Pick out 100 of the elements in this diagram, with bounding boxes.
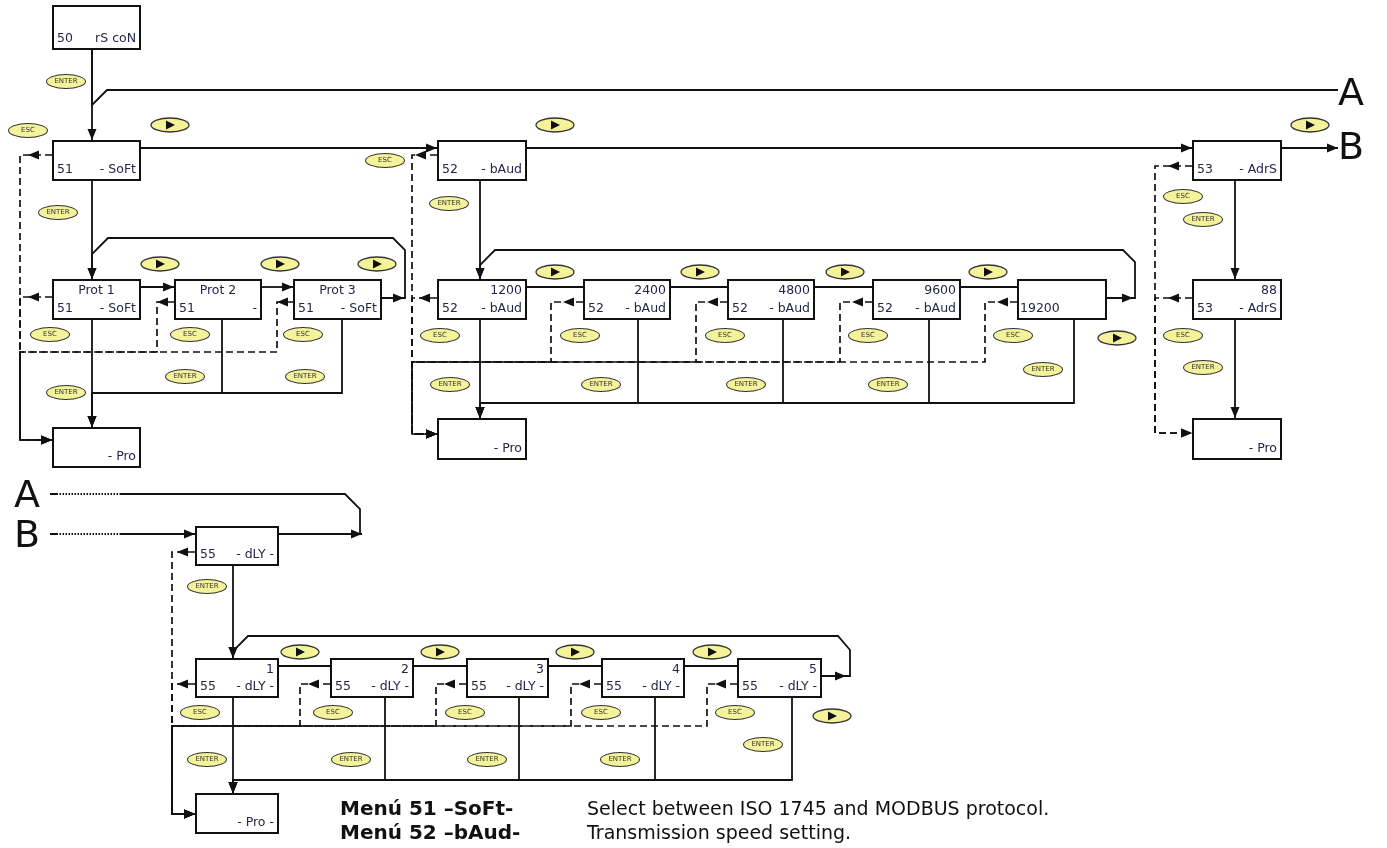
menu-code: - [252,301,257,315]
menu-heading: Menú 51 –SoFt- [340,796,514,820]
menu-number: 52 [588,301,604,315]
menu-code: - SoFt [99,162,136,176]
menu-box [1017,279,1107,320]
menu-heading: Menú 52 –bAud- [340,820,521,844]
menu-box [437,140,527,181]
menu-code: - SoFt [99,301,136,315]
arrow [140,282,175,292]
menu-number: 51 [57,301,73,315]
connector-line [49,493,361,535]
menu-code: - dLY - [506,679,544,693]
menu-number: 53 [1197,162,1213,176]
connector-letter: A [14,474,40,514]
connector-letter: B [1338,126,1365,166]
menu-number: 51 [179,301,195,315]
menu-number: 51 [298,301,314,315]
menu-box [583,279,671,320]
arrow [1230,319,1240,419]
menu-code: - dLY - [236,547,274,561]
dashed-arrow [1154,293,1193,438]
menu-code: - bAud [481,162,522,176]
menu-code: - Pro [493,441,522,455]
option-value: 2400 [634,283,666,297]
menu-box [737,658,822,698]
option-value: 4 [672,662,680,676]
arrow [87,319,343,428]
menu-number: 52 [732,301,748,315]
menu-code: 19200 [1020,301,1060,315]
menu-box [52,5,141,50]
menu-code: - dLY - [371,679,409,693]
menu-description: Select between ISO 1745 and MODBUS protocol. [587,796,1050,820]
arrow [140,143,438,153]
menu-number: 52 [442,301,458,315]
menu-box [437,279,527,320]
menu-box [601,658,685,698]
arrow [1281,143,1339,153]
connector-line [413,665,467,667]
menu-box [195,526,279,566]
menu-code: - bAud [481,301,522,315]
arrow [228,697,793,794]
connector-line [814,286,873,288]
menu-box [52,427,141,468]
menu-box [52,140,141,181]
menu-box [1192,418,1282,460]
menu-code: - dLY - [642,679,680,693]
menu-number: 52 [442,162,458,176]
menu-code: - bAud [769,301,810,315]
option-value: 1 [266,662,274,676]
connector-line [684,665,738,667]
menu-box [195,793,279,834]
menu-code: - bAud [915,301,956,315]
connector-line [278,665,331,667]
connector-line [91,49,1339,108]
menu-code: - Pro [107,449,136,463]
menu-box [437,418,527,460]
connector-line [526,286,584,288]
menu-number: 55 [606,679,622,693]
menu-number: 55 [742,679,758,693]
menu-code: - bAud [625,301,666,315]
menu-number: 55 [335,679,351,693]
menu-number: 50 [57,31,73,45]
menu-number: 55 [200,679,216,693]
arrow [261,282,294,292]
menu-code: - dLY - [236,679,274,693]
menu-number: 55 [200,547,216,561]
option-value: 2 [401,662,409,676]
arrow [278,529,363,539]
menu-description: Transmission speed setting. [587,820,852,844]
menu-box [174,279,262,320]
connector-letter: B [14,514,41,554]
option-value: 1200 [490,283,522,297]
arrow [49,529,196,539]
arrow [475,249,1136,303]
menu-box [1192,279,1282,320]
arrow [526,143,1193,153]
connector-line [670,286,728,288]
menu-box [52,279,141,320]
menu-code: - SoFt [340,301,377,315]
dashed-arrow [171,679,738,819]
option-value: Prot 2 [198,283,238,297]
arrow [475,319,1075,419]
option-value: 88 [1261,283,1277,297]
arrow [1230,180,1240,280]
menu-number: 53 [1197,301,1213,315]
dashed-arrow [411,297,1018,439]
menu-box [872,279,961,320]
menu-code: - dLY - [779,679,817,693]
menu-code: - Pro [1248,441,1277,455]
option-value: 4800 [778,283,810,297]
menu-number: 55 [471,679,487,693]
menu-box [1192,140,1282,181]
menu-box [293,279,382,320]
option-value: Prot 3 [318,283,357,297]
menu-code: - Pro - [237,815,274,829]
menu-box [330,658,414,698]
menu-code: - AdrS [1239,162,1277,176]
menu-number: 51 [57,162,73,176]
menu-box [727,279,815,320]
menu-code: rS coN [95,31,136,45]
